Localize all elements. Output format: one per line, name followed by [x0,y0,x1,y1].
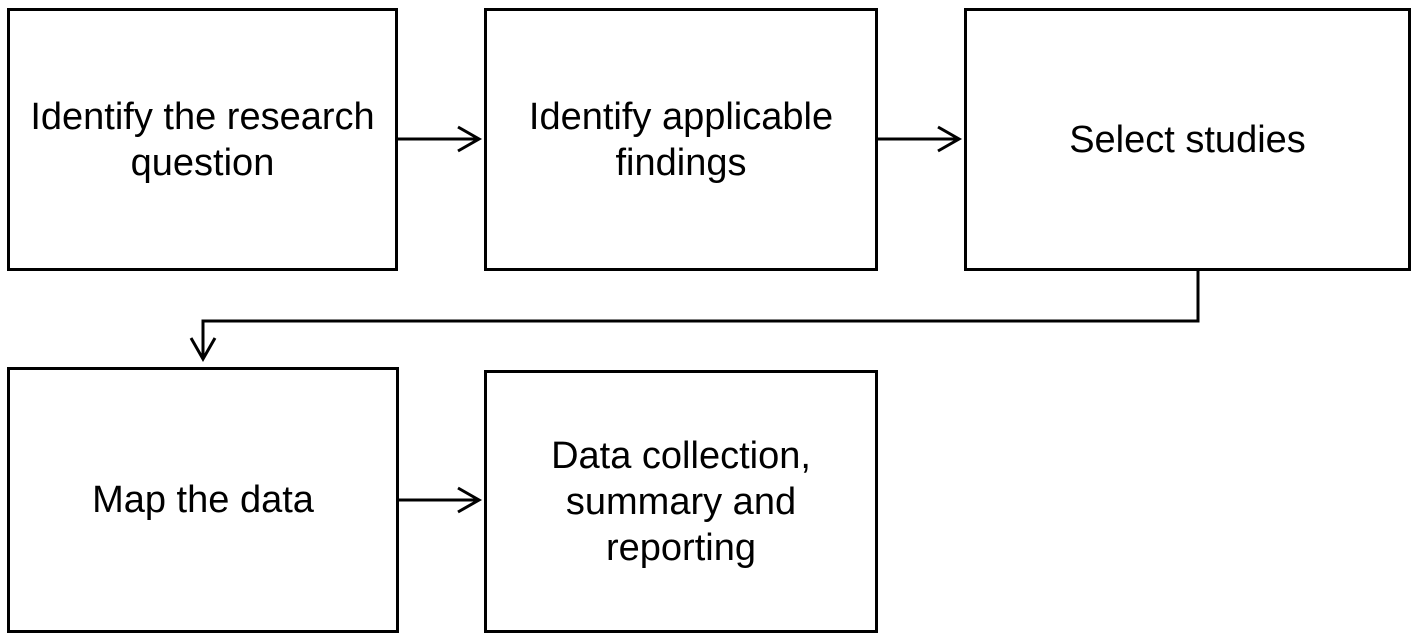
arrowhead-step4-to-step5 [457,486,483,514]
arrowhead-step2-to-step3 [937,125,963,153]
arrowhead-step3-to-step4 [189,337,217,363]
step-map-the-data: Map the data [7,367,399,633]
step-data-collection-summary-reporting: Data collection, summary and reporting [484,370,878,633]
arrow-step3-to-step4 [201,270,1200,358]
step-label: Data collection, summary and reporting [551,434,811,569]
step-select-studies: Select studies [964,8,1411,271]
step-identify-research-question: Identify the research question [7,8,398,271]
step-identify-applicable-findings: Identify applicable findings [484,8,878,271]
step-label: Identify applicable findings [528,95,834,184]
step-label: Select studies [1069,118,1306,161]
step-label: Identify the research question [30,95,375,184]
step-label: Map the data [92,479,314,521]
arrowhead-step1-to-step2 [457,125,483,153]
